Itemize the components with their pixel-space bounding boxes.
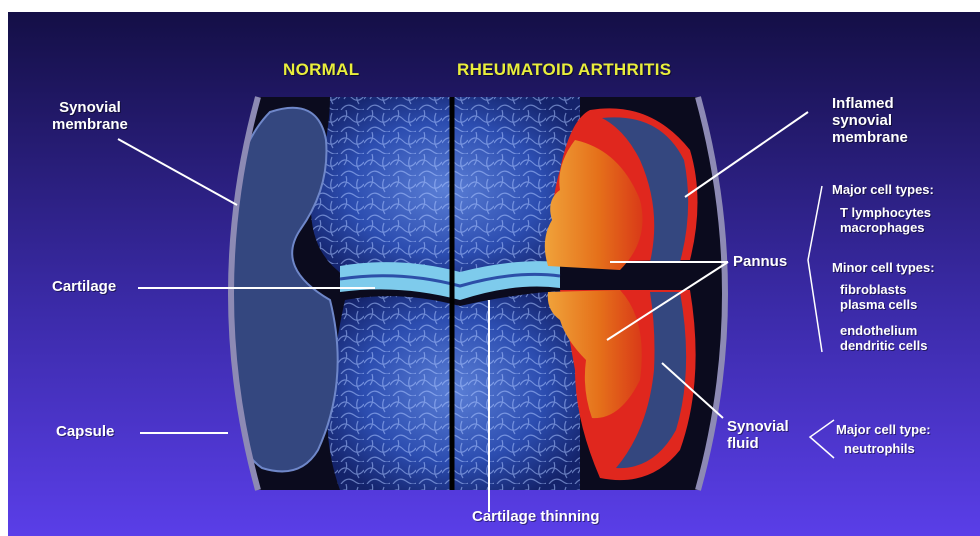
label-cartilage-thinning: Cartilage thinning: [472, 509, 600, 526]
label-synovial-fluid: Synovial fluid: [727, 419, 789, 453]
pannus-minor-cell-types-list-2: endothelium dendritic cells: [840, 324, 927, 353]
label-synovial-membrane: Synovial membrane: [52, 100, 128, 134]
label-inflamed-synovial-membrane: Inflamed synovial membrane: [832, 96, 908, 146]
fluid-major-cell-type-title: Major cell type:: [836, 423, 931, 438]
label-cartilage: Cartilage: [52, 279, 116, 296]
header-rheumatoid-arthritis: RHEUMATOID ARTHRITIS: [457, 60, 671, 80]
pannus-major-cell-types-title: Major cell types:: [832, 183, 934, 198]
pannus-minor-cell-types-title: Minor cell types:: [832, 261, 935, 276]
header-normal: NORMAL: [283, 60, 359, 80]
label-capsule: Capsule: [56, 424, 114, 441]
label-pannus: Pannus: [733, 254, 787, 271]
pannus-major-cell-types-list: T lymphocytes macrophages: [840, 206, 931, 235]
fluid-major-cell-type-list: neutrophils: [844, 442, 915, 457]
pannus-minor-cell-types-list-1: fibroblasts plasma cells: [840, 283, 917, 312]
joint-cross-section: [200, 97, 760, 490]
upper-bone-texture: [311, 97, 580, 280]
